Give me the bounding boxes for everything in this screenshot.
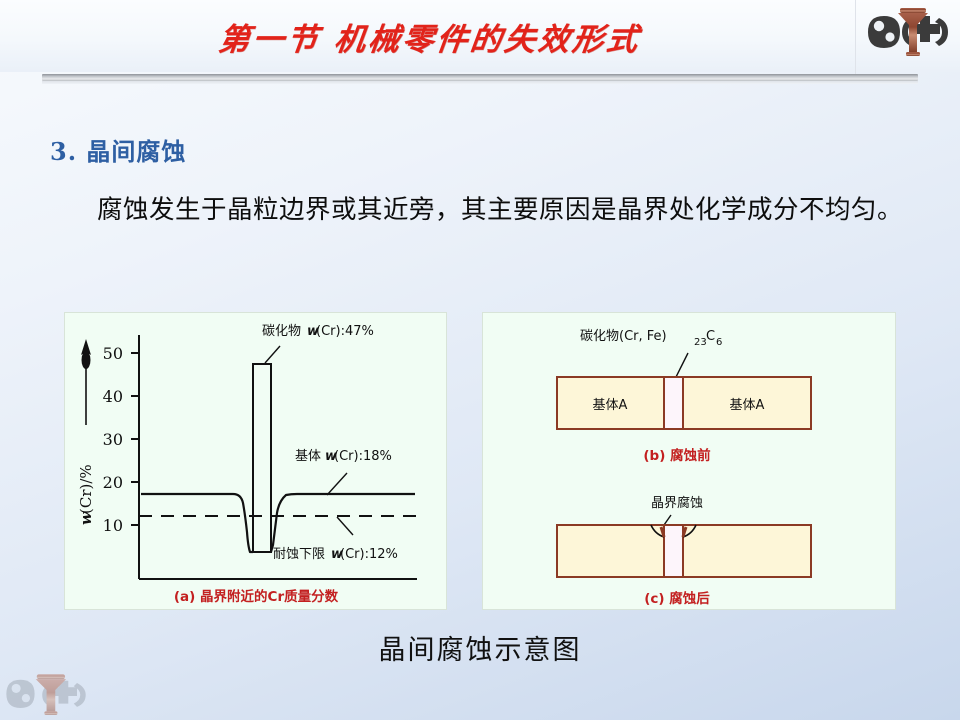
svg-text:w: w	[307, 324, 320, 339]
svg-text:w: w	[77, 511, 95, 525]
carbide-annotation: 碳化物 w (Cr):47%	[262, 324, 374, 339]
body-paragraph: 腐蚀发生于晶粒边界或其近旁，其主要原因是晶界处化学成分不均匀。	[97, 195, 904, 225]
matrix-annotation: 基体 w (Cr):18%	[295, 449, 392, 464]
figure-panel-a: 50 40 30 20 10 w (Cr)/%	[64, 312, 447, 610]
svg-text:(Cr):12%: (Cr):12%	[340, 547, 398, 562]
y-tick-label-20: 20	[103, 473, 123, 492]
slide-header: 第一节 机械零件的失效形式	[0, 0, 960, 96]
y-axis-arrow-icon	[81, 339, 91, 425]
svg-text:碳化物(Cr, Fe): 碳化物(Cr, Fe)	[580, 329, 667, 344]
carbide-formula-label: 碳化物(Cr, Fe) 23 C 6	[580, 329, 722, 348]
figure-panel-bc: 碳化物(Cr, Fe) 23 C 6 基体A 基体A (b) 腐蚀前 晶界腐蚀	[482, 312, 896, 610]
carbide-leader-line	[264, 345, 281, 364]
svg-text:耐蚀下限: 耐蚀下限	[273, 547, 325, 562]
figure-area: 50 40 30 20 10 w (Cr)/%	[0, 312, 960, 612]
chromium-profile-chart: 50 40 30 20 10 w (Cr)/%	[77, 324, 417, 605]
svg-text:(Cr):18%: (Cr):18%	[334, 449, 392, 464]
header-band	[0, 0, 960, 72]
matrix-block-right-c	[682, 524, 812, 578]
matrix-leader-line	[326, 472, 348, 496]
corrosion-limit-annotation: 耐蚀下限 w (Cr):12%	[273, 547, 398, 562]
panel-a-sub-caption: (a) 晶界附近的Cr质量分数	[174, 588, 339, 605]
mechanical-parts-logo-icon	[864, 4, 956, 70]
header-divider	[855, 0, 856, 78]
limit-leader-line	[336, 516, 354, 536]
panel-c-sub-caption: (c) 腐蚀后	[644, 590, 710, 607]
section-heading: 3. 晶间腐蚀	[50, 137, 187, 166]
grain-boundary-band-b	[663, 376, 684, 430]
page-title: 第一节 机械零件的失效形式	[216, 21, 643, 58]
panel-b-sub-caption: (b) 腐蚀前	[643, 447, 711, 464]
y-axis-label: w (Cr)/%	[77, 464, 95, 525]
figure-caption: 晶间腐蚀示意图	[378, 635, 582, 666]
y-axis-ticks	[131, 352, 139, 526]
carbide-band-rect	[252, 363, 272, 553]
svg-text:碳化物: 碳化物	[262, 324, 301, 339]
intergranular-corrosion-diagram: 碳化物(Cr, Fe) 23 C 6 基体A 基体A (b) 腐蚀前 晶界腐蚀	[556, 329, 812, 607]
matrix-block-right-b	[682, 376, 812, 430]
y-tick-label-40: 40	[103, 387, 123, 406]
corrosion-notch-left-fill	[659, 526, 666, 538]
y-tick-label-30: 30	[103, 430, 123, 449]
title-divider-shadow	[42, 81, 918, 84]
grain-boundary-band-c	[663, 524, 684, 578]
svg-text:23: 23	[694, 337, 707, 348]
title-divider-rule	[42, 74, 918, 81]
matrix-block-right-label-b: 基体A	[730, 398, 765, 413]
y-tick-label-50: 50	[103, 344, 123, 363]
y-tick-label-10: 10	[103, 516, 123, 535]
matrix-block-left-b	[556, 376, 665, 430]
panel-c-group: 晶界腐蚀 (c) 腐蚀后	[556, 496, 812, 607]
svg-text:6: 6	[716, 337, 722, 348]
matrix-block-left-c	[556, 524, 665, 578]
svg-text:基体: 基体	[295, 449, 321, 464]
svg-text:(Cr):47%: (Cr):47%	[316, 324, 374, 339]
corrosion-notch-right-fill	[681, 526, 688, 538]
matrix-block-left-label-b: 基体A	[593, 398, 628, 413]
svg-text:w: w	[325, 449, 338, 464]
chromium-profile-curve	[141, 492, 415, 554]
footer-logo-icon	[2, 672, 102, 720]
svg-text:w: w	[331, 547, 344, 562]
svg-text:C: C	[706, 329, 715, 344]
panel-b-group: 碳化物(Cr, Fe) 23 C 6 基体A 基体A (b) 腐蚀前	[556, 329, 812, 464]
svg-text:(Cr)/%: (Cr)/%	[77, 464, 95, 514]
corrosion-label-c: 晶界腐蚀	[651, 496, 703, 511]
